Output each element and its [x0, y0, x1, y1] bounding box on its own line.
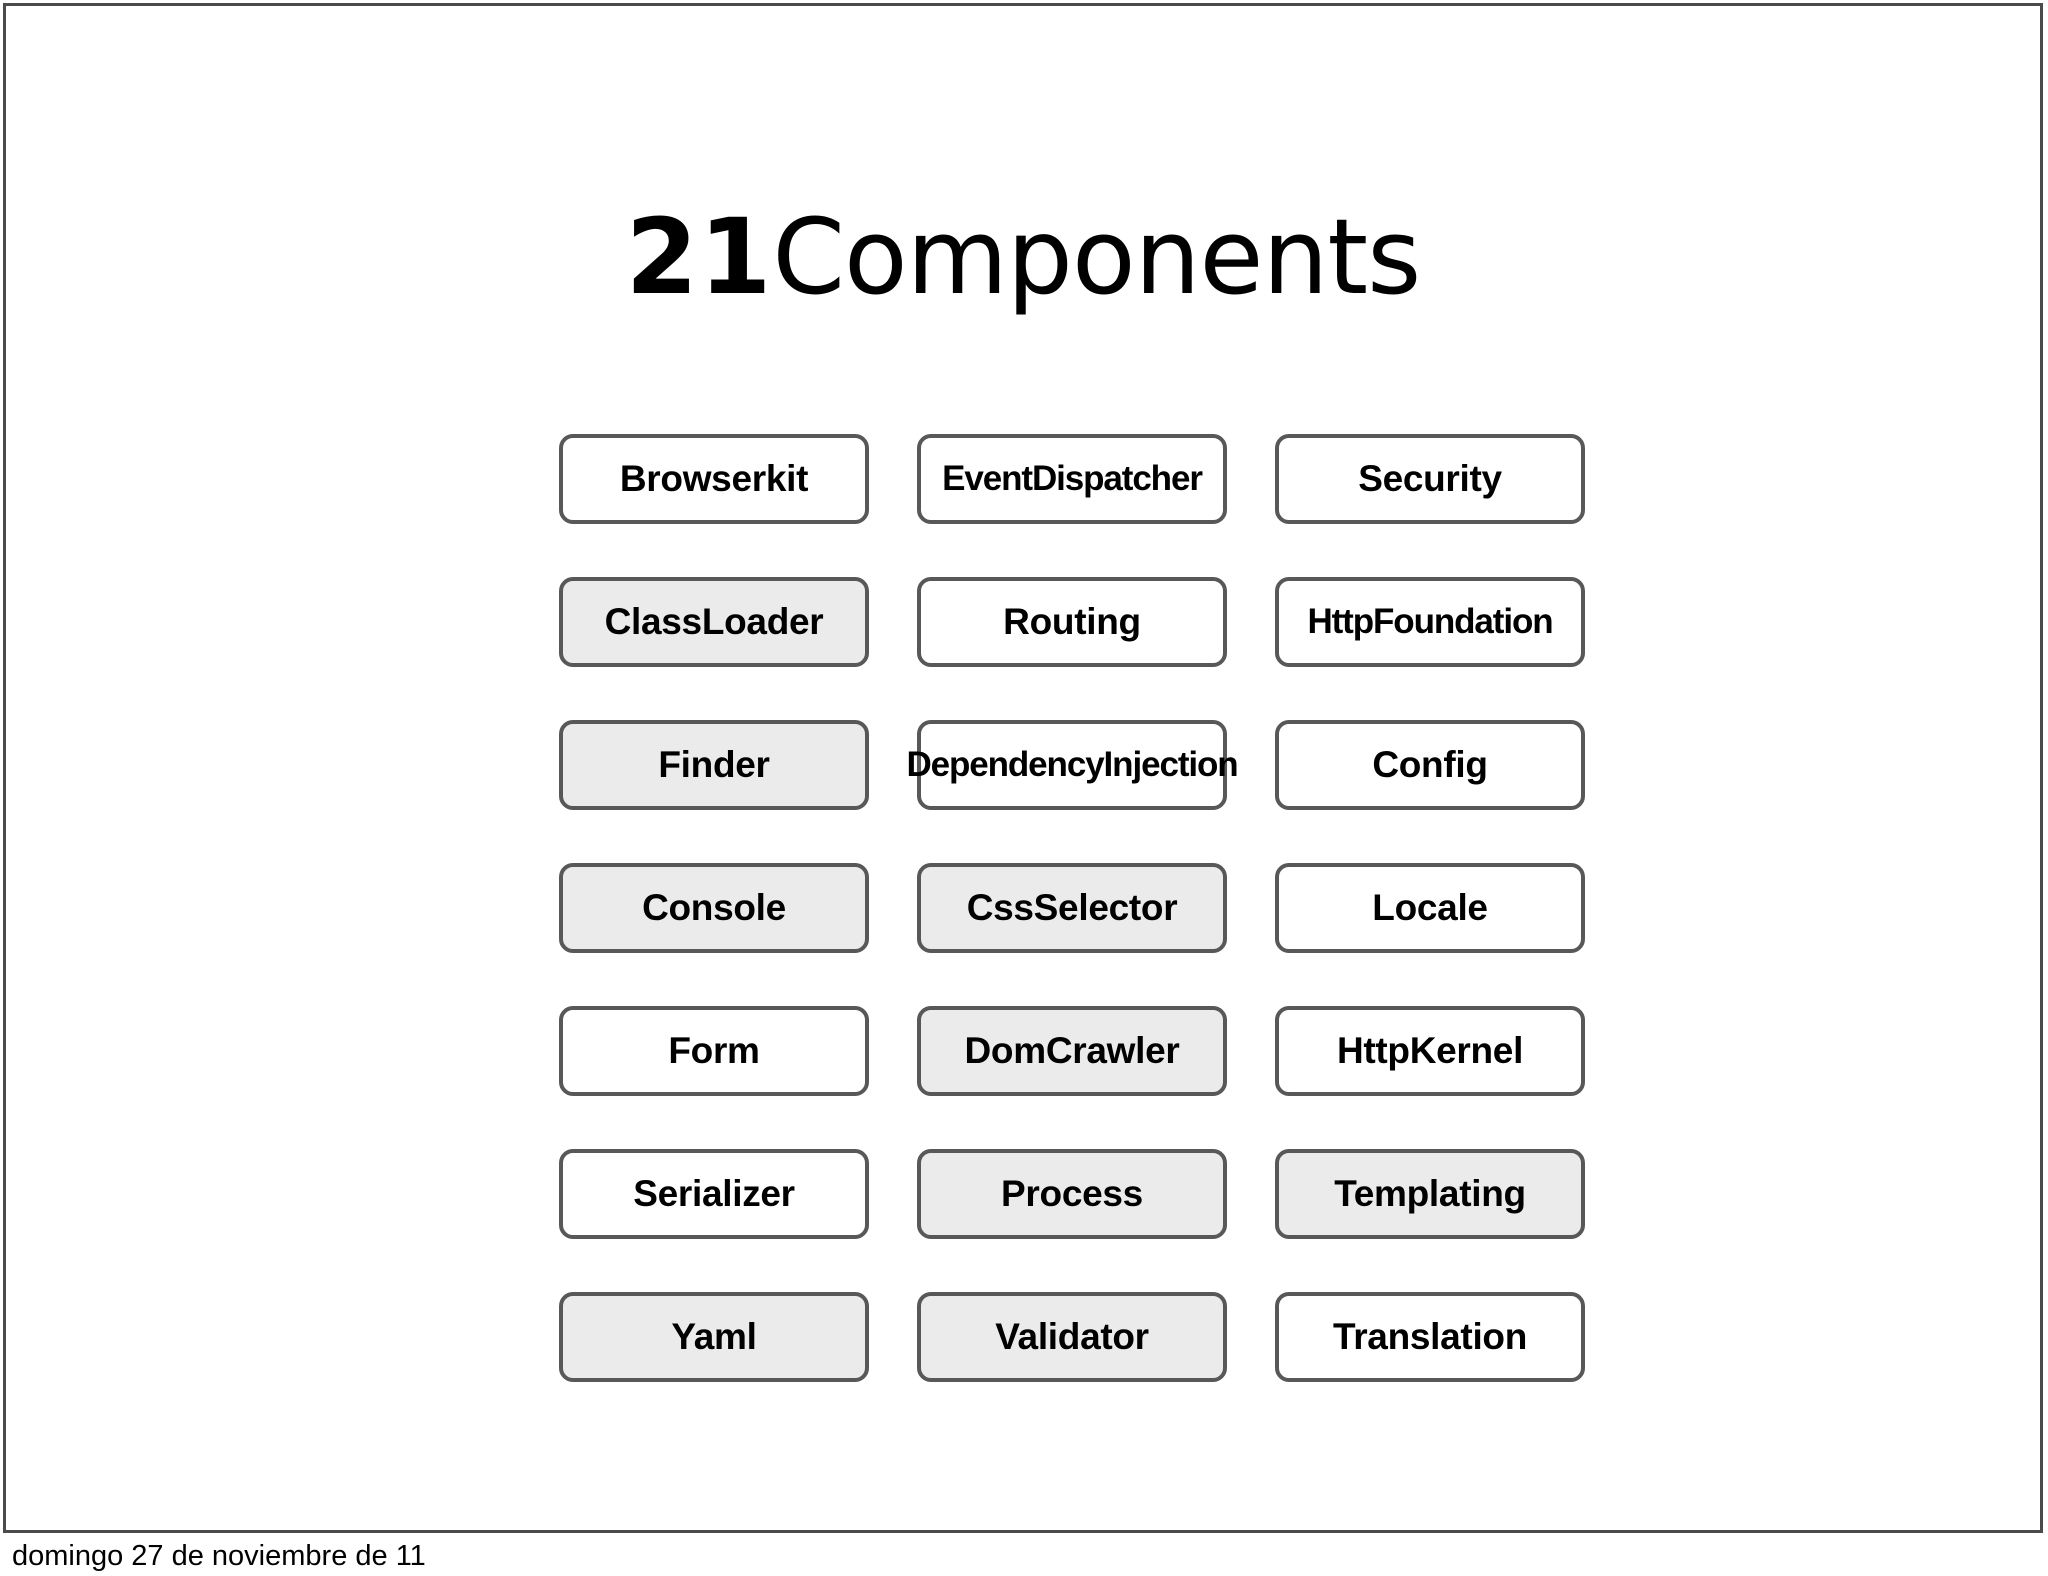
component-box[interactable]: Locale — [1275, 863, 1585, 953]
page-title: 21Components — [6, 205, 2040, 309]
component-box[interactable]: Browserkit — [559, 434, 869, 524]
page-title-word: Components — [772, 196, 1421, 319]
component-box-label: Routing — [1003, 601, 1141, 642]
component-box[interactable]: Process — [917, 1149, 1227, 1239]
component-box-label: Config — [1372, 744, 1488, 785]
component-box[interactable]: Templating — [1275, 1149, 1585, 1239]
component-box-label: Process — [1001, 1173, 1143, 1214]
component-box[interactable]: Config — [1275, 720, 1585, 810]
component-box[interactable]: Security — [1275, 434, 1585, 524]
component-box[interactable]: ClassLoader — [559, 577, 869, 667]
component-box-label: Locale — [1372, 887, 1488, 928]
component-box-label: HttpFoundation — [1307, 602, 1553, 641]
component-box[interactable]: CssSelector — [917, 863, 1227, 953]
component-box-label: CssSelector — [966, 887, 1178, 928]
component-box-label: Validator — [995, 1316, 1149, 1357]
component-box-label: ClassLoader — [604, 601, 824, 642]
slide-footer-date: domingo 27 de noviembre de 11 — [12, 1540, 426, 1572]
component-box[interactable]: EventDispatcher — [917, 434, 1227, 524]
component-box-label: Finder — [658, 744, 770, 785]
component-box-label: DomCrawler — [964, 1030, 1180, 1071]
component-box-label: Templating — [1334, 1173, 1526, 1214]
component-box[interactable]: Console — [559, 863, 869, 953]
component-box-label: HttpKernel — [1336, 1030, 1524, 1071]
component-box[interactable]: Form — [559, 1006, 869, 1096]
component-box-label: DependencyInjection — [906, 745, 1238, 784]
component-box[interactable]: HttpKernel — [1275, 1006, 1585, 1096]
component-box-label: Form — [668, 1030, 760, 1071]
component-box[interactable]: HttpFoundation — [1275, 577, 1585, 667]
component-box[interactable]: Finder — [559, 720, 869, 810]
component-box-label: Security — [1358, 458, 1502, 499]
page-title-number: 21 — [625, 196, 773, 319]
component-box-label: Console — [642, 887, 786, 928]
component-box-label: Serializer — [633, 1173, 795, 1214]
component-box-label: Browserkit — [619, 458, 809, 499]
component-box[interactable]: Yaml — [559, 1292, 869, 1382]
component-box[interactable]: Validator — [917, 1292, 1227, 1382]
component-box-label: EventDispatcher — [942, 459, 1203, 498]
component-box[interactable]: DependencyInjection — [906, 720, 1239, 810]
component-box[interactable]: Serializer — [559, 1149, 869, 1239]
component-box[interactable]: Translation — [1275, 1292, 1585, 1382]
component-box-label: Yaml — [671, 1316, 757, 1357]
component-box[interactable]: Routing — [917, 577, 1227, 667]
component-box-label: Translation — [1332, 1316, 1528, 1357]
component-box[interactable]: DomCrawler — [917, 1006, 1227, 1096]
